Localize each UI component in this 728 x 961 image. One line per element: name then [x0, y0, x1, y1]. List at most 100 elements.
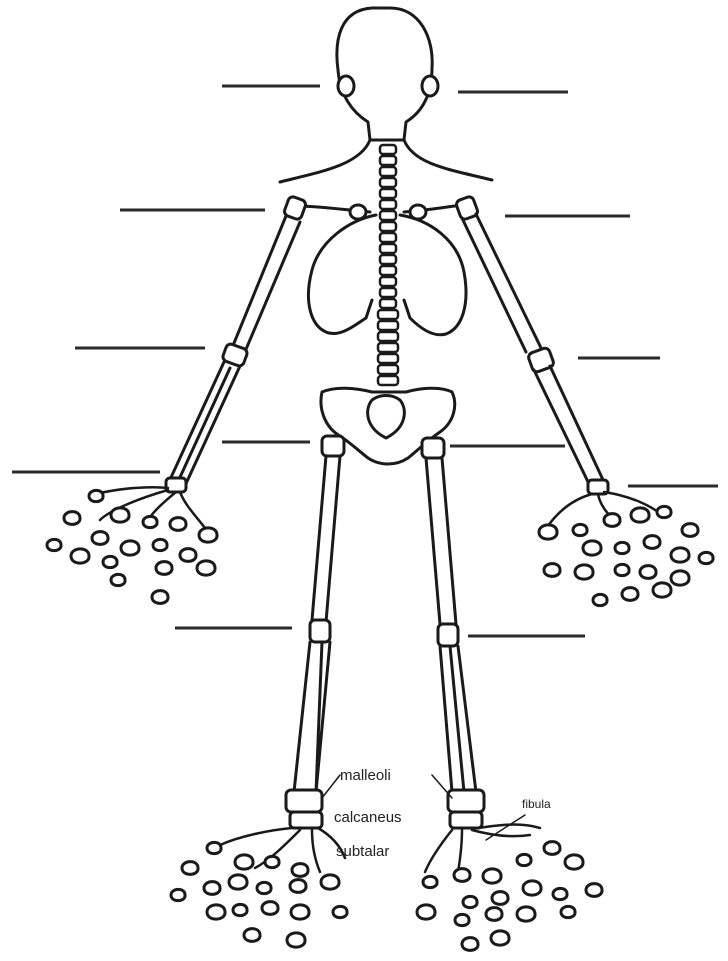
- pebble: [71, 549, 89, 563]
- pebble: [171, 889, 185, 900]
- pebble: [463, 896, 477, 907]
- pebble: [233, 904, 247, 915]
- vertebra: [378, 332, 398, 341]
- pebble: [491, 931, 509, 945]
- pebble: [153, 539, 167, 550]
- pebble: [156, 562, 172, 575]
- pebble: [197, 561, 215, 575]
- pebble: [170, 518, 186, 531]
- pebble: [682, 524, 698, 537]
- answer-blank-lines: [12, 86, 718, 636]
- pebble: [644, 536, 660, 549]
- vertebra: [380, 200, 396, 209]
- vertebra: [378, 343, 398, 352]
- pebble: [417, 905, 435, 919]
- vertebra: [380, 222, 396, 231]
- pebble: [152, 591, 168, 604]
- vertebra: [378, 376, 398, 385]
- pebble: [699, 552, 713, 563]
- pebble: [671, 571, 689, 585]
- pebble: [121, 541, 139, 555]
- pebble: [671, 548, 689, 562]
- label-subtalar: subtalar: [336, 843, 389, 860]
- pebble: [492, 892, 508, 905]
- pebble: [199, 528, 217, 542]
- vertebra: [378, 321, 398, 330]
- pebble: [462, 938, 478, 951]
- vertebra: [378, 365, 398, 374]
- pebble: [64, 512, 80, 525]
- pebble: [229, 875, 247, 889]
- pebble: [561, 906, 575, 917]
- bone-pebble-clusters: [47, 490, 713, 950]
- pebble: [207, 842, 221, 853]
- pebble: [89, 490, 103, 501]
- pebble: [486, 908, 502, 921]
- pebble: [539, 525, 557, 539]
- pebble: [517, 907, 535, 921]
- vertebra: [380, 266, 396, 275]
- pebble: [292, 864, 308, 877]
- vertebra: [380, 277, 396, 286]
- pebble: [483, 869, 501, 883]
- vertebra: [378, 354, 398, 363]
- vertebral-column: [378, 145, 398, 385]
- pebble: [235, 855, 253, 869]
- pebble: [262, 902, 278, 915]
- vertebra: [380, 145, 396, 154]
- pebble: [583, 541, 601, 555]
- pebble: [333, 906, 347, 917]
- left-arm: [96, 196, 307, 528]
- pebble: [291, 905, 309, 919]
- pebble: [653, 583, 671, 597]
- vertebra: [380, 255, 396, 264]
- pebble: [182, 862, 198, 875]
- left-leg: [220, 436, 345, 872]
- pebble: [143, 516, 157, 527]
- pebble: [92, 532, 108, 545]
- pebble: [455, 914, 469, 925]
- pebble: [257, 882, 271, 893]
- pebble: [111, 574, 125, 585]
- pebble: [593, 594, 607, 605]
- pebble: [244, 929, 260, 942]
- pebble: [47, 539, 61, 550]
- label-calcaneus: calcaneus: [334, 809, 402, 826]
- vertebra: [380, 288, 396, 297]
- pebble: [423, 876, 437, 887]
- vertebra: [380, 233, 396, 242]
- pebble: [111, 508, 129, 522]
- right-arm: [455, 196, 662, 530]
- label-malleoli: malleoli: [340, 767, 391, 784]
- pebble: [657, 506, 671, 517]
- pebble: [622, 588, 638, 601]
- pebble: [544, 564, 560, 577]
- pebble: [523, 881, 541, 895]
- vertebra: [380, 211, 396, 220]
- pebble: [103, 556, 117, 567]
- pebble: [287, 933, 305, 947]
- pebble: [640, 566, 656, 579]
- pebble: [517, 854, 531, 865]
- pebble: [615, 542, 629, 553]
- pebble: [604, 514, 620, 527]
- foot-labels: malleoli calcaneus subtalar fibula: [322, 767, 551, 860]
- pebble: [586, 884, 602, 897]
- ear-right: [422, 76, 438, 96]
- vertebra: [380, 244, 396, 253]
- pebble: [553, 888, 567, 899]
- pebble: [204, 882, 220, 895]
- pebble: [565, 855, 583, 869]
- label-tibia-fibula: fibula: [522, 797, 551, 811]
- pebble: [573, 524, 587, 535]
- pebble: [454, 869, 470, 882]
- vertebra: [380, 156, 396, 165]
- vertebra: [380, 299, 396, 308]
- pebble: [207, 905, 225, 919]
- pebble: [290, 880, 306, 893]
- vertebra: [380, 178, 396, 187]
- pebble: [180, 549, 196, 562]
- vertebra: [378, 310, 398, 319]
